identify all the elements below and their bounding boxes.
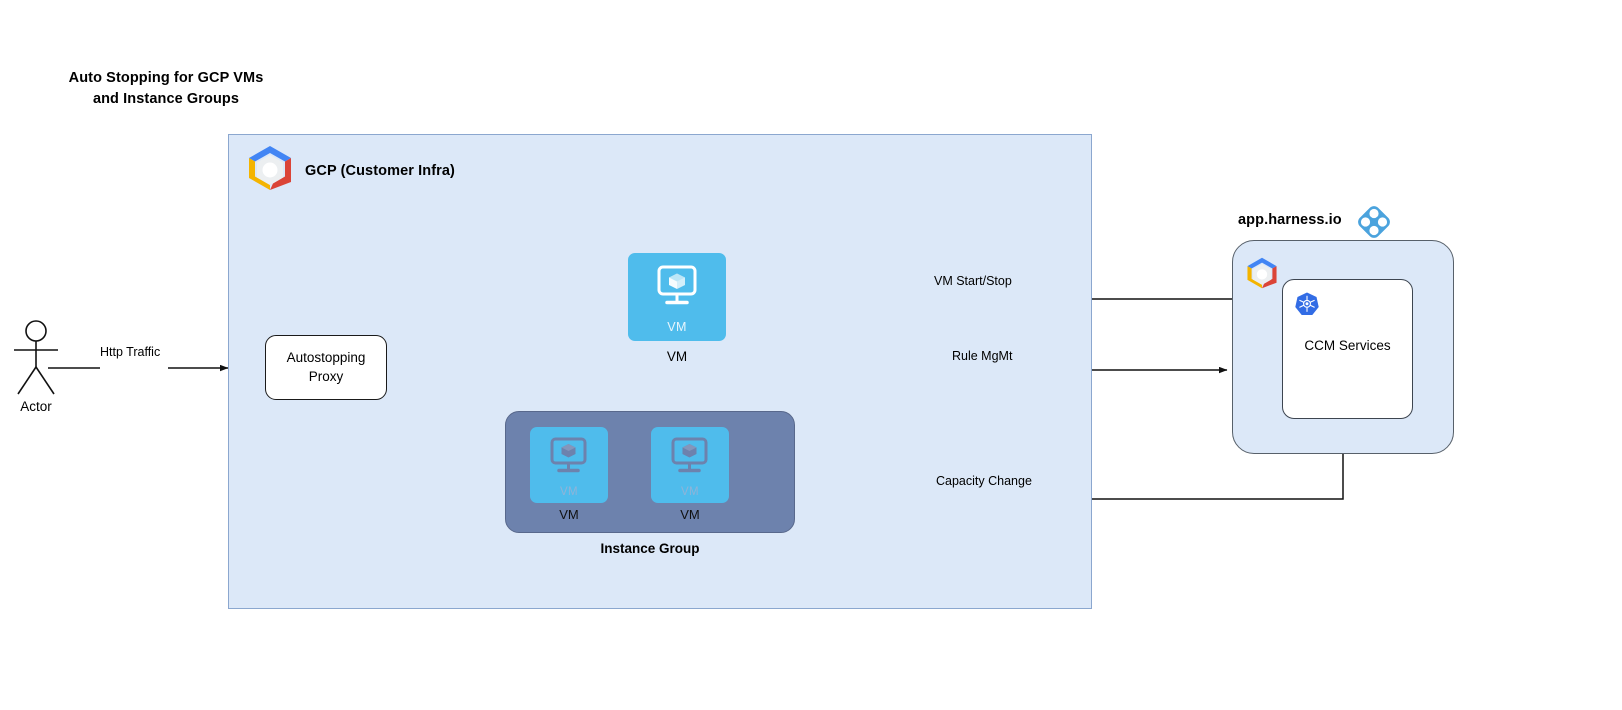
vm-inner-label: VM [667, 320, 687, 334]
ccm-services-node[interactable]: CCM Services [1282, 279, 1413, 419]
edge-label-vm-start-stop: VM Start/Stop [934, 274, 1012, 288]
kubernetes-logo-icon [1294, 291, 1320, 317]
harness-diamond-logo-icon [1357, 205, 1391, 239]
instance-group-vm-inner-label: VM [559, 486, 579, 498]
edge-label-capacity-change: Capacity Change [936, 474, 1032, 488]
instance-group-vm-1[interactable]: VM [530, 427, 608, 503]
instance-group-vm-caption-1: VM [559, 507, 579, 522]
edge-label-rule-mgmt: Rule MgMt [952, 349, 1013, 363]
vm-monitor-cube-icon [671, 437, 708, 473]
instance-group-caption: Instance Group [600, 541, 700, 556]
instance-group-vm-2[interactable]: VM [651, 427, 729, 503]
actor-label: Actor [20, 399, 52, 414]
gcp-logo-icon [1244, 256, 1280, 290]
vm-caption: VM [666, 349, 688, 364]
harness-domain-label: app.harness.io [1238, 212, 1342, 228]
edge-label-http-traffic: Http Traffic [100, 345, 161, 359]
actor-stick-figure-icon [8, 320, 64, 396]
ccm-services-label: CCM Services [1304, 338, 1391, 353]
instance-group-node[interactable]: VM VM VM VM [505, 411, 795, 533]
gcp-logo-icon [244, 144, 296, 192]
gcp-container-label: GCP (Customer Infra) [305, 163, 455, 179]
autostopping-proxy-label: Autostopping Proxy [286, 349, 366, 384]
instance-group-vm-caption-2: VM [680, 507, 700, 522]
vm-monitor-cube-icon [550, 437, 587, 473]
page-title: Auto Stopping for GCP VMs and Instance G… [68, 70, 264, 108]
vm-node[interactable]: VM [628, 253, 726, 341]
instance-group-vm-inner-label: VM [680, 486, 700, 498]
autostopping-proxy-node[interactable]: Autostopping Proxy [265, 335, 387, 400]
vm-monitor-cube-icon [657, 265, 697, 305]
